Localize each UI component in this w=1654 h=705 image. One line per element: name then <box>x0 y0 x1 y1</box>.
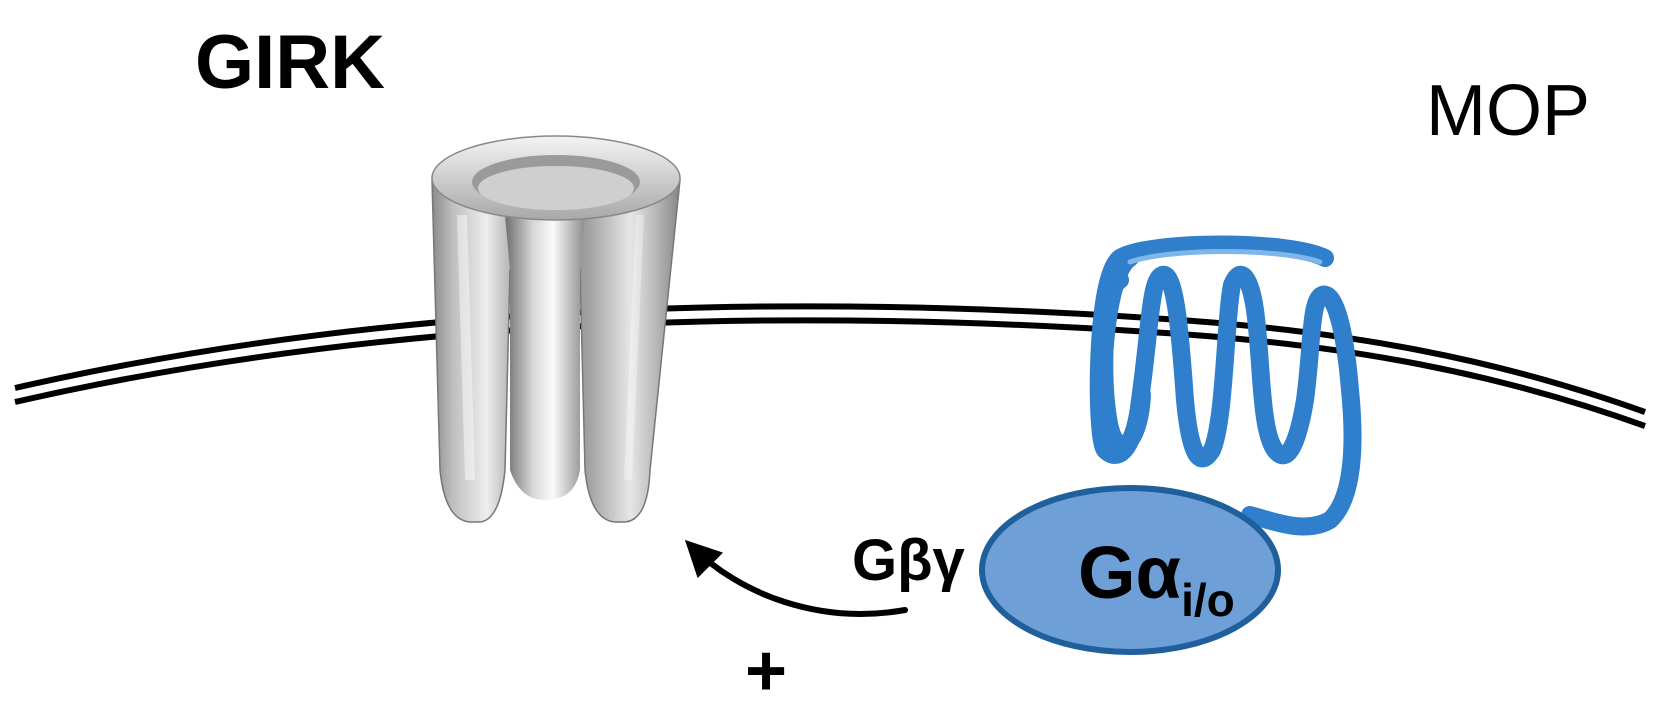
girk-label: GIRK <box>195 20 385 105</box>
cell-membrane <box>14 303 1647 429</box>
g-alpha-protein-icon <box>979 485 1281 655</box>
mop-label: MOP <box>1426 71 1590 151</box>
g-beta-gamma-label: Gβγ <box>852 528 966 593</box>
girk-channel-icon <box>431 135 681 523</box>
mop-receptor-icon <box>1089 235 1362 536</box>
g-alpha-main: Gα <box>1078 531 1181 614</box>
activation-arrow <box>684 539 908 617</box>
g-alpha-subscript: i/o <box>1181 574 1235 626</box>
g-alpha-label: Gαi/o <box>1078 531 1235 626</box>
effect-sign: + <box>745 631 787 705</box>
